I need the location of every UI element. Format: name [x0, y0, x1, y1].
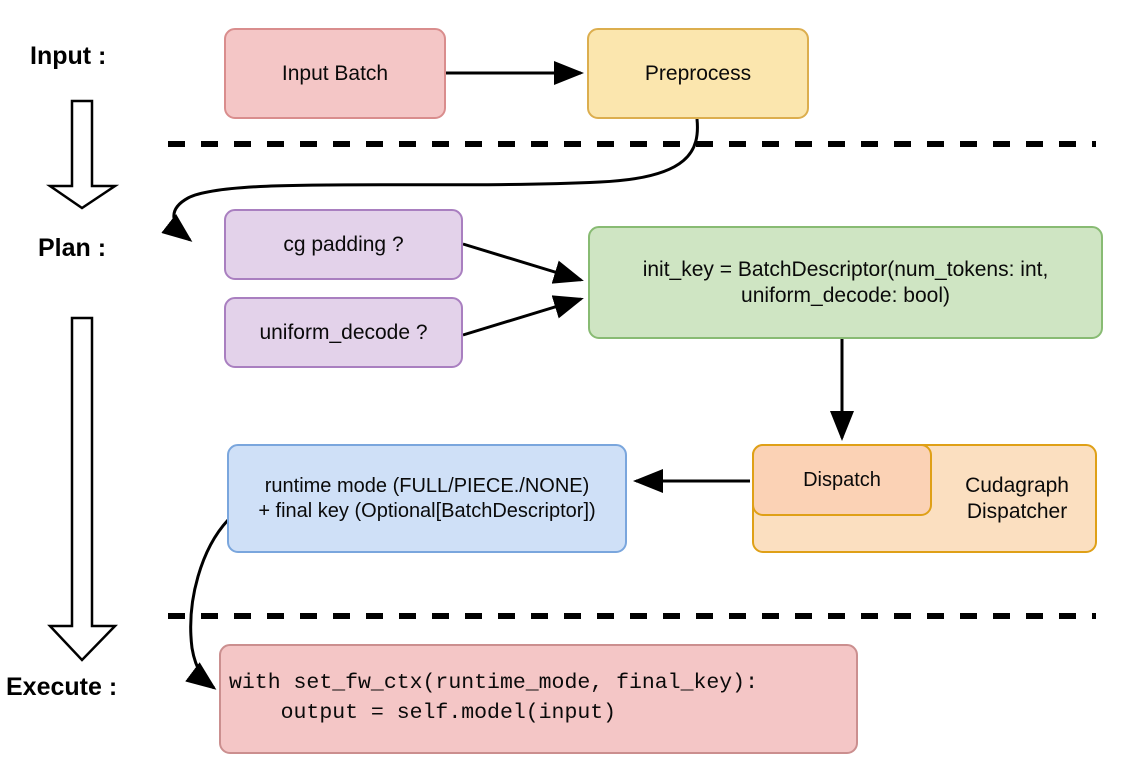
node-exec-code-line1: with set_fw_ctx(runtime_mode, final_key)… [229, 671, 758, 696]
node-dispatch[interactable]: Dispatch [752, 444, 932, 516]
node-cudagraph-dispatcher-line1: Cudagraph [965, 473, 1069, 497]
node-init-key[interactable]: init_key = BatchDescriptor(num_tokens: i… [588, 226, 1103, 339]
big-arrow-input-to-plan [45, 99, 120, 210]
node-uniform-decode[interactable]: uniform_decode ? [224, 297, 463, 368]
node-cg-padding[interactable]: cg padding ? [224, 209, 463, 280]
edge-cg-padding-to-init-key [462, 242, 584, 284]
node-init-key-line2: uniform_decode: bool) [741, 283, 950, 307]
node-cudagraph-dispatcher-label: Cudagraph Dispatcher [965, 473, 1069, 524]
node-runtime-mode-line2: + final key (Optional[BatchDescriptor]) [258, 499, 596, 522]
node-runtime-mode-line1: runtime mode (FULL/PIECE./NONE) [264, 475, 590, 498]
node-cudagraph-dispatcher-line2: Dispatcher [966, 499, 1068, 523]
stage-label-plan: Plan : [38, 234, 107, 262]
node-runtime-mode[interactable]: runtime mode (FULL/PIECE./NONE) + final … [227, 444, 627, 553]
node-preprocess[interactable]: Preprocess [587, 28, 809, 119]
big-arrow-plan-to-execute [47, 316, 118, 662]
stage-label-execute: Execute : [6, 673, 118, 701]
node-exec-code[interactable]: with set_fw_ctx(runtime_mode, final_key)… [219, 644, 858, 754]
node-input-batch[interactable]: Input Batch [224, 28, 446, 119]
stage-label-input: Input : [30, 42, 107, 70]
node-exec-code-line2: output = self.model(input) [229, 701, 617, 725]
node-init-key-line1: init_key = BatchDescriptor(num_tokens: i… [642, 257, 1049, 281]
edge-uniform-decode-to-init-key [462, 295, 584, 337]
